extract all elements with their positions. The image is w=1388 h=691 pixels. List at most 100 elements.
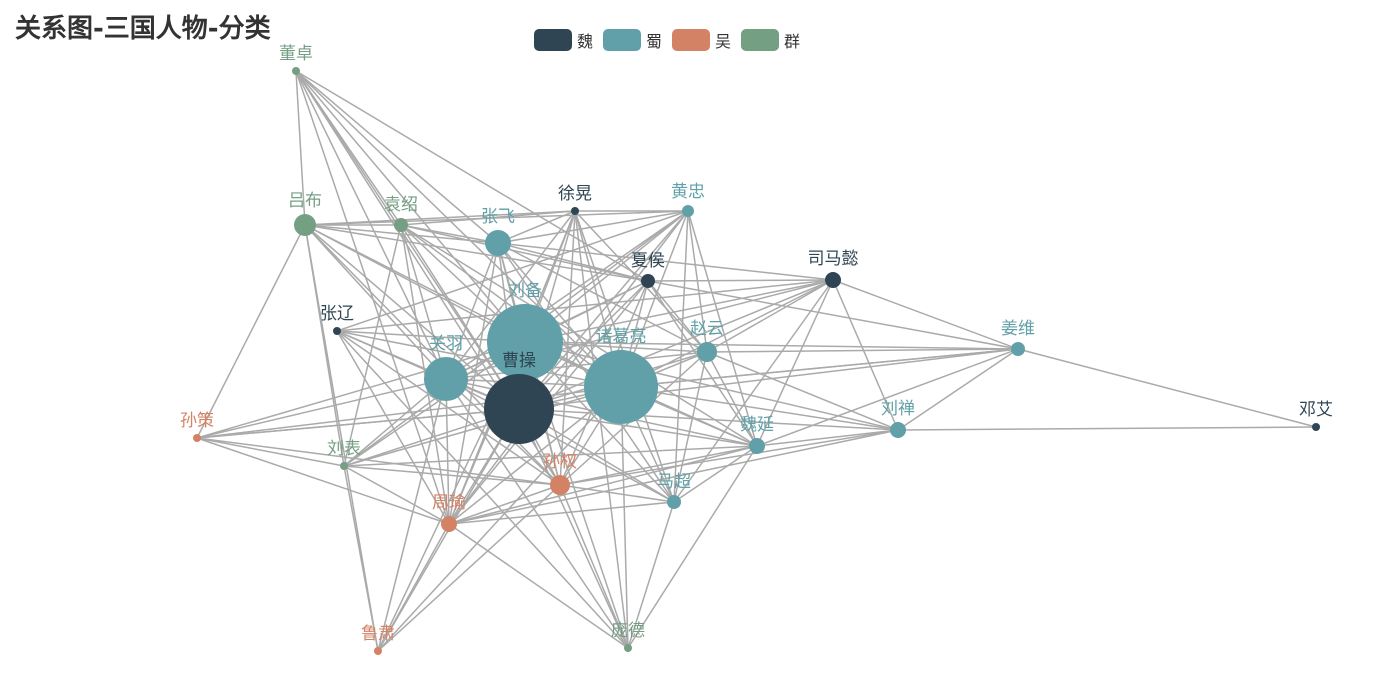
link-孙权-周瑜 xyxy=(448,484,561,525)
link-张飞-司马懿 xyxy=(497,242,834,281)
node-鲁肃[interactable] xyxy=(374,647,382,655)
node-邓艾[interactable] xyxy=(1312,423,1320,431)
node-张辽[interactable] xyxy=(333,327,341,335)
node-label: 张飞 xyxy=(481,207,515,227)
node-label: 魏延 xyxy=(740,415,774,435)
node-徐晃[interactable] xyxy=(571,207,579,215)
legend-label: 魏 xyxy=(577,32,594,51)
link-张飞-关羽 xyxy=(445,242,499,380)
link-孙权-鲁肃 xyxy=(377,484,561,652)
legend-swatch xyxy=(672,29,711,51)
node-孙策[interactable] xyxy=(193,434,201,442)
legend-label: 吴 xyxy=(715,32,732,51)
link-曹操-庞德 xyxy=(518,408,629,649)
node-马超[interactable] xyxy=(667,495,681,509)
link-张辽-周瑜 xyxy=(336,330,450,525)
link-司马懿-姜维 xyxy=(832,279,1019,350)
node-label: 刘备 xyxy=(508,281,542,301)
link-赵云-刘禅 xyxy=(706,351,899,431)
node-诸葛亮[interactable] xyxy=(584,350,658,424)
node-孙权[interactable] xyxy=(550,475,570,495)
legend-item-wu[interactable]: 吴 xyxy=(672,28,731,52)
node-张飞[interactable] xyxy=(485,230,511,256)
node-label: 司马懿 xyxy=(808,249,859,269)
link-孙策-周瑜 xyxy=(196,437,450,525)
link-关羽-马超 xyxy=(445,378,675,503)
link-董卓-曹操 xyxy=(295,70,520,410)
node-黄忠[interactable] xyxy=(682,205,694,217)
node-吕布[interactable] xyxy=(294,214,316,236)
link-司马懿-马超 xyxy=(673,279,834,503)
link-姜维-诸葛亮 xyxy=(620,348,1019,388)
link-徐晃-赵云 xyxy=(574,210,708,353)
legend-label: 群 xyxy=(784,32,801,51)
link-关羽-周瑜 xyxy=(445,378,450,525)
link-马超-周瑜 xyxy=(448,501,675,525)
link-姜维-魏延 xyxy=(756,348,1019,447)
link-夏侯-赵云 xyxy=(647,280,708,353)
legend-swatch xyxy=(603,29,642,51)
link-张飞-夏侯 xyxy=(497,242,649,282)
link-魏延-孙权 xyxy=(559,445,758,486)
node-刘禅[interactable] xyxy=(890,422,906,438)
link-吕布-关羽 xyxy=(304,224,447,380)
node-label: 袁绍 xyxy=(384,195,418,215)
legend: 魏 蜀 吴 群 xyxy=(534,28,810,52)
link-孙策-曹操 xyxy=(196,408,520,439)
node-周瑜[interactable] xyxy=(441,516,457,532)
link-袁绍-徐晃 xyxy=(400,210,576,226)
links-layer xyxy=(196,70,1317,652)
node-刘备[interactable] xyxy=(487,304,563,380)
link-吕布-孙策 xyxy=(196,224,306,439)
link-赵云-姜维 xyxy=(706,348,1019,353)
legend-item-wei[interactable]: 魏 xyxy=(534,28,593,52)
link-刘备-姜维 xyxy=(524,341,1019,350)
link-黄忠-关羽 xyxy=(445,210,689,380)
link-司马懿-刘禅 xyxy=(832,279,899,431)
link-张飞-徐晃 xyxy=(497,210,576,244)
node-label: 孙权 xyxy=(543,452,577,472)
node-赵云[interactable] xyxy=(697,342,717,362)
link-邓艾-刘禅 xyxy=(897,426,1317,431)
link-夏侯-魏延 xyxy=(647,280,758,447)
labels-layer: 董卓吕布袁绍张飞徐晃黄忠夏侯司马懿张辽刘备诸葛亮赵云姜维关羽曹操邓艾孙策刘表魏延… xyxy=(180,44,1333,644)
link-刘禅-孙权 xyxy=(559,429,899,486)
link-赵云-魏延 xyxy=(706,351,758,447)
node-label: 黄忠 xyxy=(671,182,705,202)
legend-label: 蜀 xyxy=(646,32,663,51)
link-曹操-魏延 xyxy=(518,408,758,447)
link-黄忠-周瑜 xyxy=(448,210,689,525)
link-黄忠-张辽 xyxy=(336,210,689,332)
chart-title: 关系图-三国人物-分类 xyxy=(15,14,271,44)
node-label: 周瑜 xyxy=(432,493,466,513)
node-魏延[interactable] xyxy=(749,438,765,454)
node-姜维[interactable] xyxy=(1011,342,1025,356)
node-夏侯[interactable] xyxy=(641,274,655,288)
link-刘表-周瑜 xyxy=(343,465,450,525)
link-司马懿-诸葛亮 xyxy=(620,279,834,388)
legend-item-shu[interactable]: 蜀 xyxy=(603,28,662,52)
link-董卓-夏侯 xyxy=(295,70,649,282)
link-黄忠-赵云 xyxy=(687,210,708,353)
node-关羽[interactable] xyxy=(424,357,468,401)
node-董卓[interactable] xyxy=(292,67,300,75)
node-曹操[interactable] xyxy=(484,374,554,444)
node-刘表[interactable] xyxy=(340,462,348,470)
node-label: 徐晃 xyxy=(558,184,592,204)
node-司马懿[interactable] xyxy=(825,272,841,288)
link-袁绍-曹操 xyxy=(400,224,520,410)
node-label: 鲁肃 xyxy=(361,624,395,644)
node-袁绍[interactable] xyxy=(394,218,408,232)
node-label: 马超 xyxy=(657,472,691,492)
link-关羽-孙策 xyxy=(196,378,447,439)
link-诸葛亮-孙策 xyxy=(196,386,622,439)
link-董卓-刘备 xyxy=(295,70,526,343)
node-庞德[interactable] xyxy=(624,644,632,652)
node-label: 诸葛亮 xyxy=(596,327,647,347)
link-曹操-刘禅 xyxy=(518,408,899,431)
link-张飞-马超 xyxy=(497,242,675,503)
link-黄忠-曹操 xyxy=(518,210,689,410)
link-魏延-庞德 xyxy=(627,445,758,649)
node-label: 刘表 xyxy=(327,439,361,459)
legend-item-qun[interactable]: 群 xyxy=(741,28,800,52)
